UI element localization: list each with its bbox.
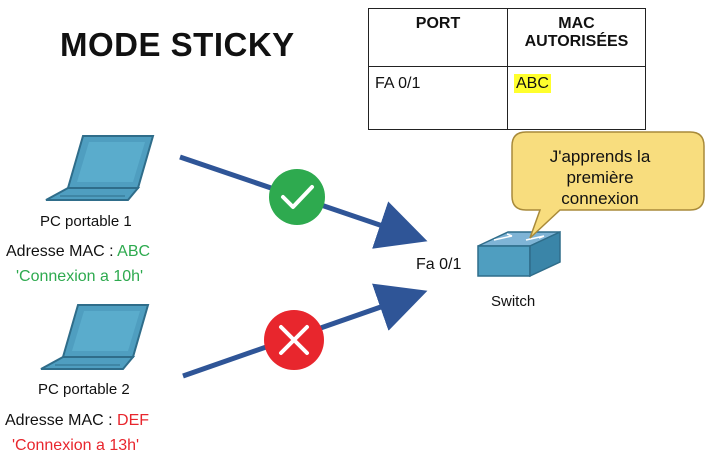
bubble-text: J'apprends la première connexion (516, 146, 684, 209)
bubble-line1: J'apprends la (549, 147, 651, 166)
pc2-connection-time: 'Connexion a 13h' (12, 437, 140, 454)
pc2-mac: Adresse MAC : DEF (5, 412, 149, 430)
pc1-mac: Adresse MAC : ABC (6, 243, 150, 261)
pc1-connection-time: 'Connexion a 10h' (16, 268, 144, 285)
bubble-line2: première (566, 168, 634, 187)
cross-icon (264, 310, 324, 370)
laptop-icon-2 (40, 304, 150, 370)
switch-port-label: Fa 0/1 (416, 256, 462, 273)
laptop-icon-1 (45, 135, 155, 201)
pc1-mac-prefix: Adresse MAC : (6, 243, 118, 260)
cell-port: FA 0/1 (368, 66, 508, 130)
mac-table: PORT MAC AUTORISÉES FA 0/1 ABC (368, 8, 646, 130)
header-mac-line1: MAC (558, 15, 595, 32)
header-mac-line2: AUTORISÉES (524, 33, 629, 50)
check-icon (269, 169, 325, 225)
header-port: PORT (368, 8, 508, 67)
header-mac: MAC AUTORISÉES (507, 8, 646, 67)
switch-icon (477, 230, 561, 278)
bubble-line3: connexion (561, 189, 639, 208)
speech-bubble (511, 131, 705, 239)
mac-highlight: ABC (514, 74, 551, 93)
pc2-mac-value: DEF (117, 412, 150, 429)
cell-mac: ABC (507, 66, 646, 130)
pc2-name: PC portable 2 (38, 381, 130, 398)
pc2-mac-prefix: Adresse MAC : (5, 412, 118, 429)
switch-name: Switch (491, 293, 536, 310)
page-title: MODE STICKY (60, 26, 295, 63)
pc1-name: PC portable 1 (40, 213, 132, 230)
pc1-mac-value: ABC (117, 243, 151, 260)
